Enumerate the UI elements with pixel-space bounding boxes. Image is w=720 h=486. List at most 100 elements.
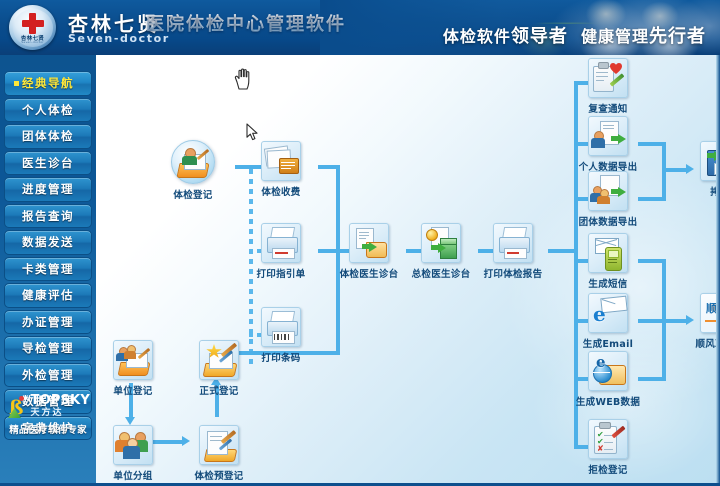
node-label: 体检登记 xyxy=(173,190,213,201)
company-register-icon xyxy=(113,340,153,380)
flow-node-web-data[interactable]: e 生成WEB数据 xyxy=(571,351,645,408)
sidebar-item-label: 进度管理 xyxy=(22,182,74,197)
dashed-connector-stub xyxy=(249,249,271,253)
flow-node-doctor-desk[interactable]: 体检医生诊台 xyxy=(332,223,406,280)
cashier-icon xyxy=(261,141,301,181)
branch-spine-line xyxy=(574,81,578,449)
connector-line xyxy=(574,319,596,323)
flow-node-pre-register[interactable]: 体检预登记 xyxy=(182,425,256,482)
connector-line xyxy=(638,377,666,381)
sidebar-item-label: 团体体检 xyxy=(22,129,74,144)
sidebar-item-external-exam-mgmt[interactable]: 外检管理 xyxy=(4,362,92,387)
recheck-notice-icon xyxy=(588,58,628,98)
logo-badge-en-text: Seven-doctor xyxy=(21,39,44,44)
flow-node-registration[interactable]: 体检登记 xyxy=(156,140,230,201)
flow-node-email[interactable]: e 生成Email xyxy=(571,293,645,350)
node-label: 单位分组 xyxy=(113,471,153,482)
personal-export-icon xyxy=(588,116,628,156)
sidebar-item-personal-exam[interactable]: 个人体检 xyxy=(4,97,92,122)
flow-node-broadcast[interactable]: 顺风耳 顺风耳发布 xyxy=(683,293,716,350)
topsky-red-dot xyxy=(19,396,24,401)
sidebar-item-group-exam[interactable]: 团体体检 xyxy=(4,124,92,149)
flow-node-print-report[interactable]: 打印体检报告 xyxy=(476,223,550,280)
sidebar-item-progress-mgmt[interactable]: 进度管理 xyxy=(4,177,92,202)
sidebar: 经典导航 个人体检 团体体检 医生诊台 进度管理 报告查询 数据发送 卡类管理 … xyxy=(0,55,96,483)
flow-node-chief-doctor-desk[interactable]: 总检医生诊台 xyxy=(404,223,478,280)
node-label: 拷盘 xyxy=(710,187,716,198)
flow-node-sms[interactable]: 生成短信 xyxy=(571,233,645,290)
app-title: 医院体检中心管理软件 xyxy=(146,10,346,36)
sidebar-item-health-assessment[interactable]: 健康评估 xyxy=(4,283,92,308)
connector-line xyxy=(662,259,666,377)
flow-node-print-guide[interactable]: 打印指引单 xyxy=(244,223,318,280)
registration-icon xyxy=(171,140,215,184)
connector-line xyxy=(574,142,596,146)
connector-arrow xyxy=(182,436,190,446)
email-icon: e xyxy=(588,293,628,333)
flow-node-company-group[interactable]: 单位分组 xyxy=(96,425,170,482)
connector-line xyxy=(574,81,596,85)
flow-node-formal-register[interactable]: 正式登记 xyxy=(182,340,256,397)
node-label: 体检医生诊台 xyxy=(339,269,399,280)
flow-node-company-register[interactable]: 单位登记 xyxy=(96,340,170,397)
connector-line xyxy=(548,249,578,253)
connector-line xyxy=(152,440,182,444)
connector-line xyxy=(638,142,666,146)
sidebar-item-data-send[interactable]: 数据发送 xyxy=(4,230,92,255)
connector-line xyxy=(222,351,340,355)
sidebar-item-label: 字典维护 xyxy=(22,420,74,435)
formal-register-icon xyxy=(199,340,239,380)
sidebar-item-classic-nav[interactable]: 经典导航 xyxy=(4,71,92,96)
refusal-register-icon: ✔ ✔ ✘ xyxy=(588,419,628,459)
flow-node-recheck-notice[interactable]: 复查通知 xyxy=(571,55,645,115)
connector-line xyxy=(215,385,219,417)
sidebar-item-card-mgmt[interactable]: 卡类管理 xyxy=(4,256,92,281)
node-label: 个人数据导出 xyxy=(578,162,638,173)
sidebar-item-label: 数据管理 xyxy=(22,394,74,409)
app-header: 杏林七贤 Seven-doctor 杏林七贤 Seven-doctor 医院体检… xyxy=(0,0,720,55)
connector-arrow xyxy=(211,377,221,385)
flow-node-group-export[interactable]: 团体数据导出 xyxy=(571,171,645,228)
node-label: 单位登记 xyxy=(113,386,153,397)
sidebar-item-doctor-desk[interactable]: 医生诊台 xyxy=(4,150,92,175)
red-cross-icon-bar xyxy=(21,19,44,27)
connector-arrow xyxy=(125,417,135,425)
connector-line xyxy=(406,249,430,253)
flow-node-copy-disk[interactable]: 拷盘 xyxy=(683,141,716,198)
sidebar-item-label: 数据发送 xyxy=(22,235,74,250)
sidebar-item-certificate-mgmt[interactable]: 办证管理 xyxy=(4,309,92,334)
connector-line xyxy=(129,383,133,417)
flow-node-print-barcode[interactable]: 打印条码 xyxy=(244,307,318,364)
flow-node-personal-export[interactable]: 个人数据导出 xyxy=(571,116,645,173)
node-label: 正式登记 xyxy=(199,386,239,397)
connector-line xyxy=(662,168,686,172)
connector-line xyxy=(638,197,666,201)
sidebar-item-report-query[interactable]: 报告查询 xyxy=(4,203,92,228)
flow-node-refusal-register[interactable]: ✔ ✔ ✘ 拒检登记 xyxy=(571,419,645,476)
company-group-icon xyxy=(113,425,153,465)
sidebar-item-label: 卡类管理 xyxy=(22,261,74,276)
sidebar-menu: 经典导航 个人体检 团体体检 医生诊台 进度管理 报告查询 数据发送 卡类管理 … xyxy=(4,71,92,440)
node-label: 拒检登记 xyxy=(588,465,628,476)
printer-report-icon xyxy=(493,223,533,263)
printer-guide-icon xyxy=(261,223,301,263)
topsky-green-triangle xyxy=(8,408,21,418)
sidebar-item-label: 健康评估 xyxy=(22,288,74,303)
dashed-connector-line xyxy=(249,169,253,365)
sidebar-item-guide-mgmt[interactable]: 导检管理 xyxy=(4,336,92,361)
brand-name-cn: 杏林七贤 xyxy=(68,12,160,36)
connector-line xyxy=(318,165,340,169)
node-label: 团体数据导出 xyxy=(578,217,638,228)
connector-line xyxy=(574,377,596,381)
vendor-tagline: 精品医疗软件专家 xyxy=(9,425,87,436)
slogan-part-d: 先行者 xyxy=(649,26,706,47)
node-label: 打印指引单 xyxy=(256,269,306,280)
node-label: 生成短信 xyxy=(588,279,628,290)
node-label: 打印条码 xyxy=(261,353,301,364)
sidebar-item-data-mgmt[interactable]: 数据管理 xyxy=(4,389,92,414)
sidebar-item-dictionary-maint[interactable]: 字典维护 xyxy=(4,415,92,440)
node-label: 体检预登记 xyxy=(194,471,244,482)
flow-node-cashier[interactable]: 体检收费 xyxy=(244,141,318,198)
vendor-logo: ß TOPSKY 天方达 精品医疗软件专家 xyxy=(6,394,90,436)
node-label: 生成Email xyxy=(582,339,634,350)
